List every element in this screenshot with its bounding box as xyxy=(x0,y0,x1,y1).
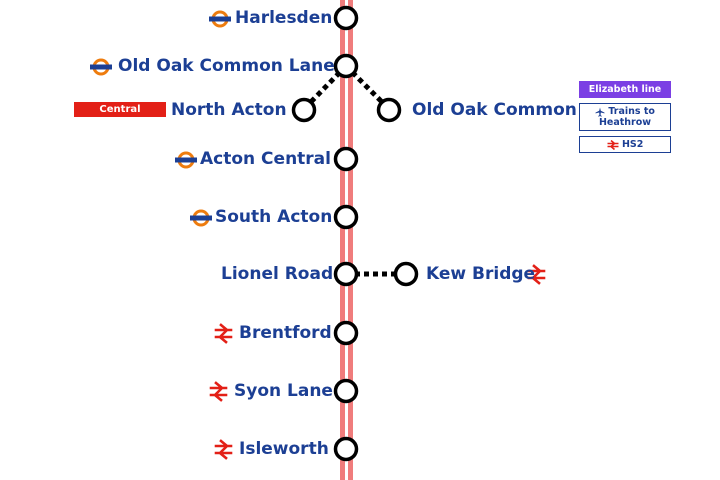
station-marker-lionel-road[interactable] xyxy=(333,261,359,287)
heathrow-trains-badge: Trains to Heathrow xyxy=(579,103,671,131)
station-marker-north-acton[interactable] xyxy=(291,97,317,123)
station-label-syon-lane[interactable]: Syon Lane xyxy=(234,381,333,401)
station-label-brentford[interactable]: Brentford xyxy=(239,323,332,343)
station-label-acton-central[interactable]: Acton Central xyxy=(200,149,331,169)
station-marker-old-oak-common-lane[interactable] xyxy=(333,53,359,79)
station-label-old-oak-common-lane[interactable]: Old Oak Common Lane xyxy=(118,56,335,76)
plane-icon xyxy=(595,107,605,117)
station-label-kew-bridge[interactable]: Kew Bridge xyxy=(426,264,536,284)
station-marker-old-oak-common[interactable] xyxy=(376,97,402,123)
national-rail-icon xyxy=(209,381,228,402)
overground-roundel-icon xyxy=(190,209,212,227)
heathrow-label-line1: Trains to xyxy=(608,106,655,117)
station-label-north-acton[interactable]: North Acton xyxy=(171,100,287,120)
station-marker-harlesden[interactable] xyxy=(333,5,359,31)
overground-roundel-icon xyxy=(90,58,112,76)
elizabeth-line-badge: Elizabeth line xyxy=(579,81,671,98)
station-marker-kew-bridge[interactable] xyxy=(393,261,419,287)
overground-roundel-icon xyxy=(175,151,197,169)
station-label-harlesden[interactable]: Harlesden xyxy=(235,8,333,28)
national-rail-icon xyxy=(527,264,546,285)
station-marker-south-acton[interactable] xyxy=(333,204,359,230)
national-rail-icon xyxy=(607,139,619,150)
station-marker-isleworth[interactable] xyxy=(333,436,359,462)
hs2-label: HS2 xyxy=(621,139,644,150)
route-line xyxy=(340,0,353,480)
station-marker-syon-lane[interactable] xyxy=(333,378,359,404)
interchange-connector xyxy=(302,64,406,277)
heathrow-label-line2: Heathrow xyxy=(598,117,652,128)
elizabeth-line-interchange: Elizabeth line Trains to Heathrow HS2 xyxy=(579,81,671,158)
station-marker-brentford[interactable] xyxy=(333,320,359,346)
national-rail-icon xyxy=(214,439,233,460)
national-rail-icon xyxy=(214,323,233,344)
station-label-old-oak-common[interactable]: Old Oak Common xyxy=(412,100,577,120)
station-label-south-acton[interactable]: South Acton xyxy=(215,207,333,227)
overground-roundel-icon xyxy=(209,10,231,28)
hs2-badge: HS2 xyxy=(579,136,671,153)
station-label-isleworth[interactable]: Isleworth xyxy=(239,439,329,459)
central-line-badge: Central xyxy=(74,102,166,117)
station-label-lionel-road[interactable]: Lionel Road xyxy=(221,264,334,284)
station-marker-acton-central[interactable] xyxy=(333,146,359,172)
